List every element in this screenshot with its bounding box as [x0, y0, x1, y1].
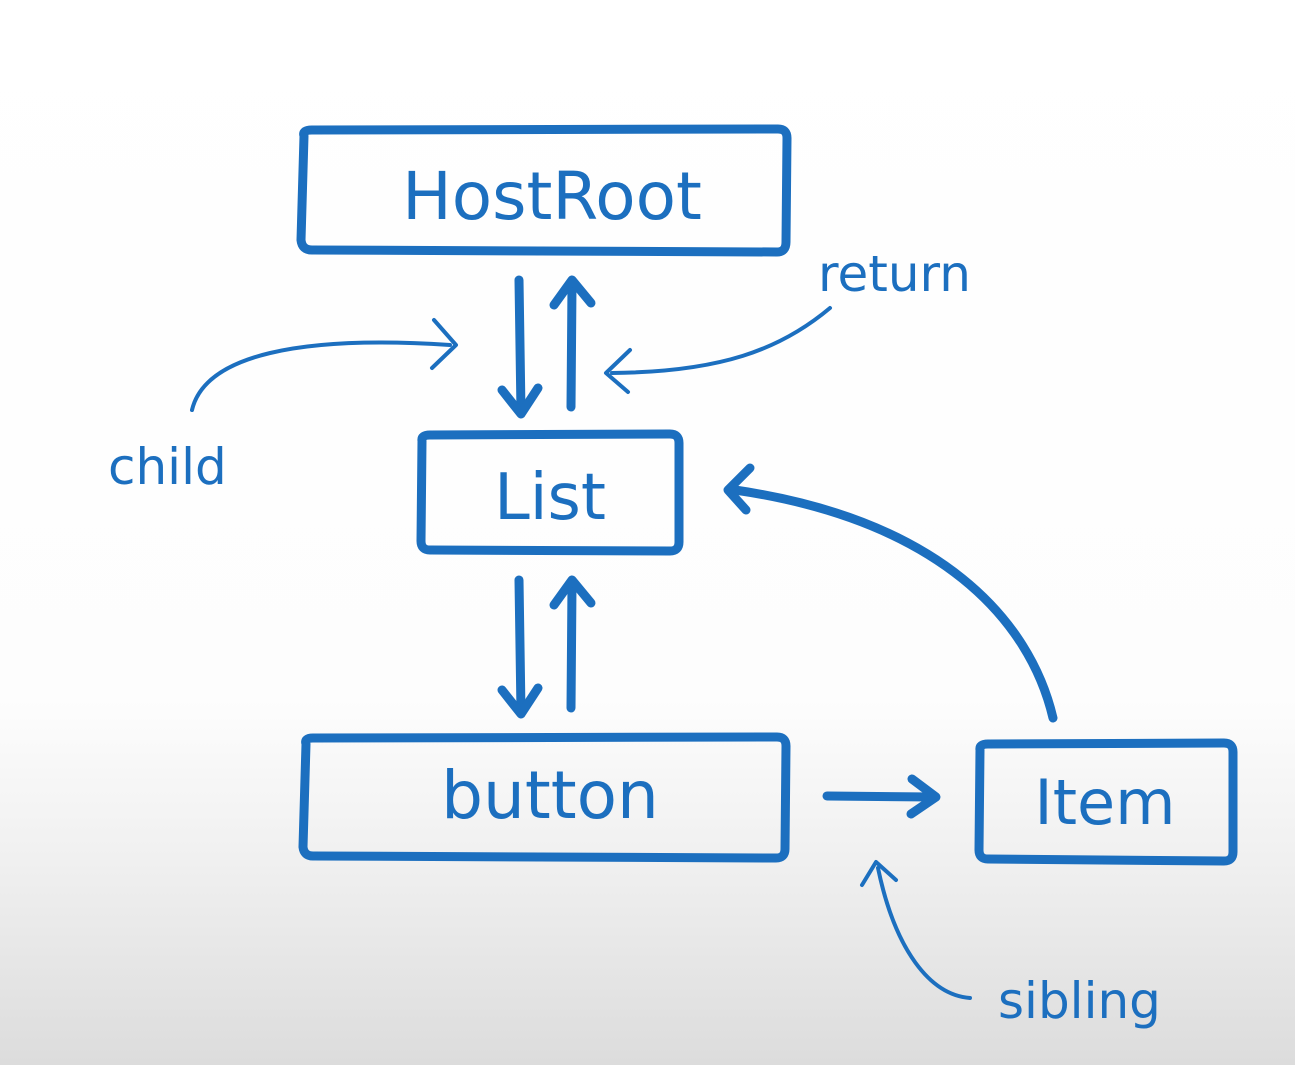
pointer-sibling: [860, 860, 972, 1000]
arrow-item-to-list-return: [723, 463, 1058, 723]
node-label-button: button: [441, 757, 659, 834]
arrow-list-to-button-child: [497, 575, 543, 719]
node-item: [974, 738, 1238, 866]
node-label-item: Item: [1034, 766, 1175, 839]
arrow-button-to-list-return: [549, 575, 596, 713]
annotation-sibling: sibling: [998, 972, 1161, 1030]
annotation-child: child: [108, 438, 227, 496]
arrow-button-to-item-sibling: [822, 774, 941, 819]
arrow-hostroot-to-list-child: [497, 275, 543, 419]
arrow-list-to-hostroot-return: [549, 275, 596, 412]
pointer-return: [604, 306, 832, 394]
node-label-hostroot: HostRoot: [402, 158, 702, 235]
node-label-list: List: [494, 461, 606, 535]
node-button: [298, 732, 791, 863]
pointer-child: [190, 318, 458, 412]
node-hostroot: [296, 124, 792, 257]
annotation-return: return: [818, 245, 971, 303]
node-list: [416, 429, 684, 556]
